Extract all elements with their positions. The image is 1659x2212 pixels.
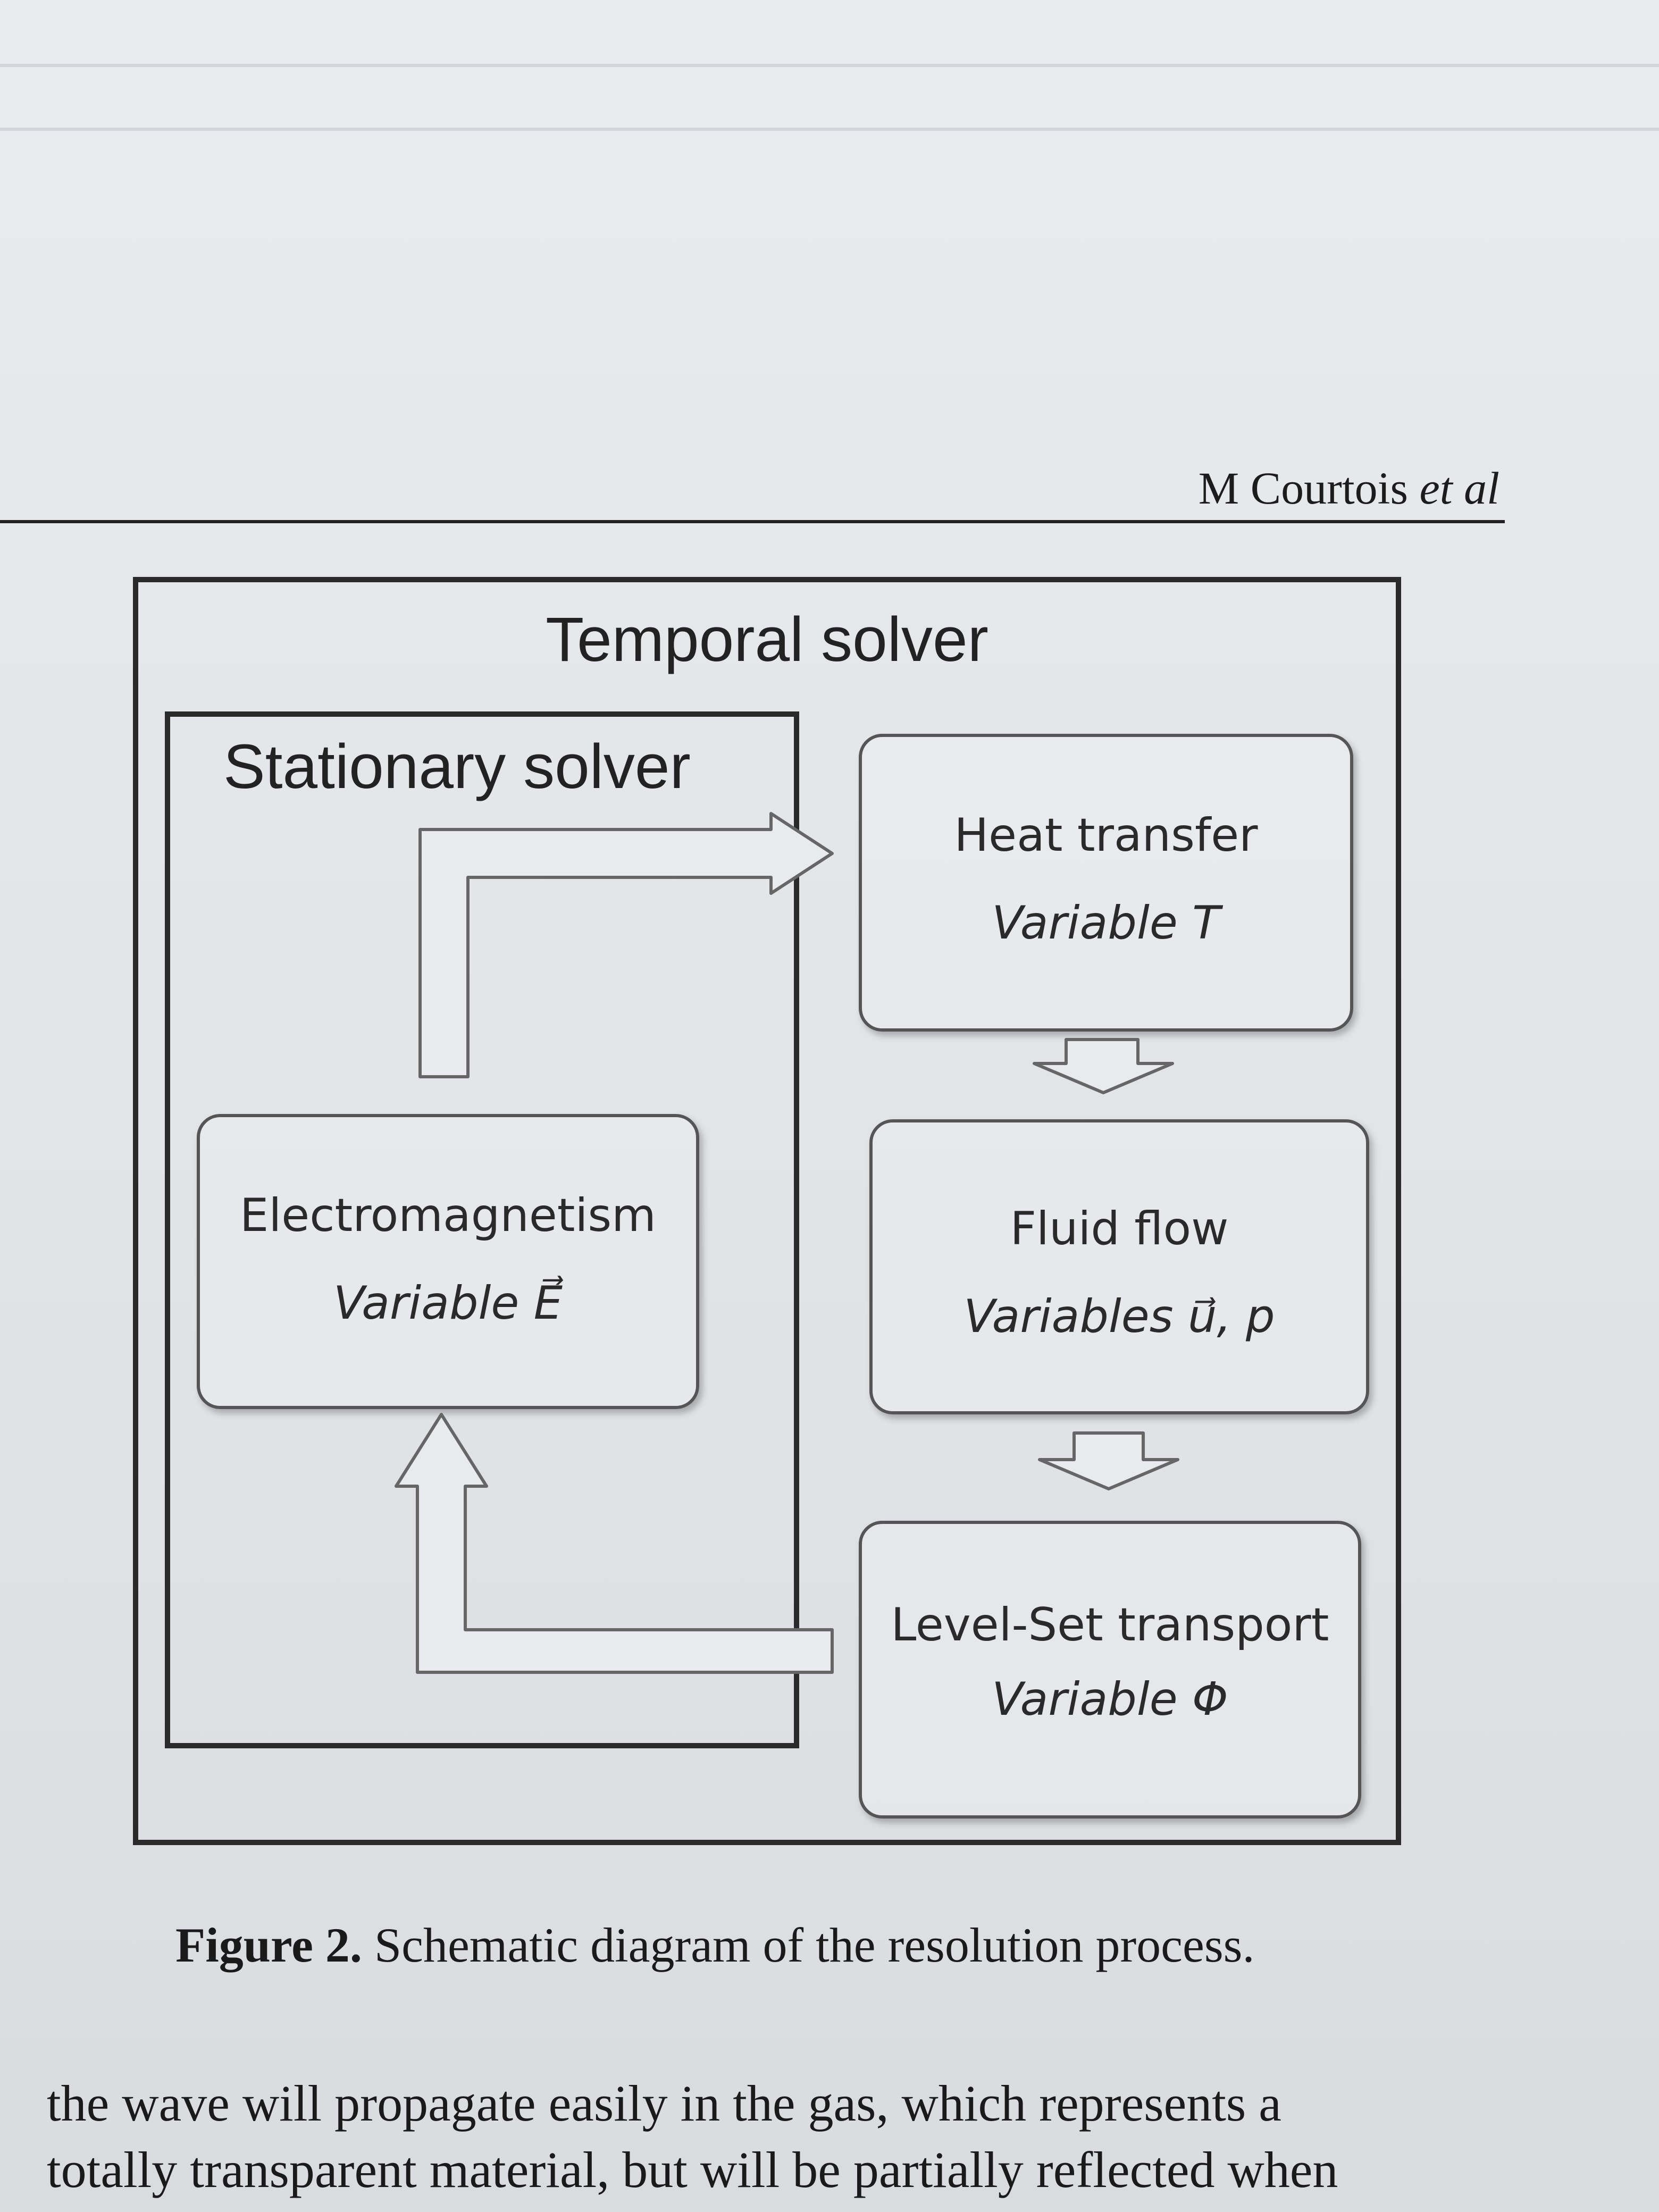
heat-transfer-variable: Variable T bbox=[992, 896, 1220, 950]
running-header: M Courtois et al bbox=[1199, 462, 1499, 515]
fluid-to-levelset-arrow bbox=[1038, 1431, 1179, 1490]
heat-to-fluid-arrow bbox=[1033, 1038, 1174, 1094]
figure-caption-label: Figure 2. bbox=[175, 1918, 362, 1972]
em-to-heat-arrow bbox=[418, 812, 834, 1078]
scan-line-top-2 bbox=[0, 128, 1659, 131]
figure-caption-text: Schematic diagram of the resolution proc… bbox=[362, 1918, 1255, 1972]
electromagnetism-box: Electromagnetism Variable E⃗ bbox=[197, 1114, 699, 1409]
heat-transfer-title: Heat transfer bbox=[954, 809, 1258, 862]
fluid-flow-variable: Variables u⃗, p bbox=[963, 1290, 1275, 1343]
body-text-line-1: the wave will propagate easily in the ga… bbox=[47, 2075, 1281, 2132]
header-author: M Courtois bbox=[1198, 463, 1409, 514]
fluid-flow-title: Fluid flow bbox=[1010, 1202, 1229, 1255]
temporal-solver-title: Temporal solver bbox=[546, 605, 988, 675]
electromagnetism-title: Electromagnetism bbox=[240, 1189, 656, 1242]
level-set-title: Level-Set transport bbox=[891, 1598, 1329, 1652]
scan-line-top-1 bbox=[0, 64, 1659, 67]
header-etal: et al bbox=[1419, 463, 1499, 514]
fluid-flow-box: Fluid flow Variables u⃗, p bbox=[869, 1119, 1369, 1414]
levelset-to-em-arrow bbox=[395, 1413, 834, 1674]
header-rule bbox=[0, 520, 1505, 523]
electromagnetism-variable: Variable E⃗ bbox=[333, 1277, 563, 1330]
temporal-solver-frame: Temporal solver Stationary solver Heat t… bbox=[133, 577, 1401, 1845]
stationary-solver-frame: Stationary solver bbox=[165, 711, 799, 1748]
level-set-variable: Variable Φ bbox=[992, 1673, 1228, 1726]
figure-caption: Figure 2. Schematic diagram of the resol… bbox=[175, 1917, 1254, 1973]
body-text-line-2: totally transparent material, but will b… bbox=[47, 2141, 1338, 2198]
heat-transfer-box: Heat transfer Variable T bbox=[859, 734, 1353, 1032]
stationary-solver-title: Stationary solver bbox=[223, 732, 691, 802]
level-set-box: Level-Set transport Variable Φ bbox=[859, 1521, 1361, 1819]
